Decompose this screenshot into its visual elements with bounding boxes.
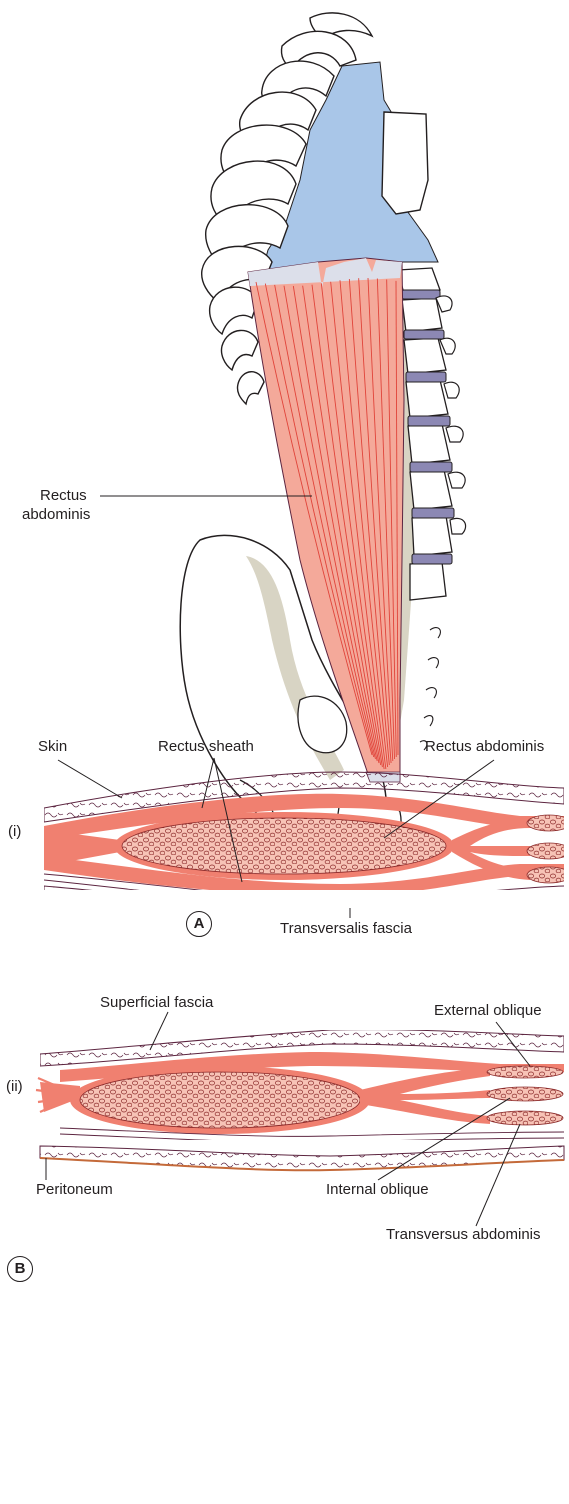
cross-section-i (44, 772, 569, 920)
lateral-muscles-ii (487, 1066, 563, 1125)
rectus-cells-ii (80, 1072, 360, 1128)
label-internal-oblique: Internal oblique (326, 1181, 429, 1199)
label-section-i: (i) (8, 823, 21, 841)
label-external-oblique: External oblique (434, 1002, 542, 1020)
panel-letter-b: B (7, 1256, 33, 1282)
label-section-ii: (ii) (6, 1078, 23, 1096)
label-skin: Skin (38, 738, 67, 756)
label-superficial-fascia: Superficial fascia (100, 994, 213, 1012)
label-peritoneum: Peritoneum (36, 1181, 113, 1199)
cross-section-ii (40, 1030, 564, 1143)
label-transversus-abdominis: Transversus abdominis (386, 1226, 541, 1244)
lateral-muscles-i (527, 815, 569, 883)
aponeurosis-left-i (44, 830, 120, 866)
peritoneal-band-i (44, 886, 564, 920)
aponeurosis-right-ii (360, 1068, 490, 1124)
panel-letter-a: A (186, 911, 212, 937)
label-rectus-line2: abdominis (22, 506, 90, 524)
label-rectus-sheath: Rectus sheath (158, 738, 254, 756)
deep-fascia-lines-ii (60, 1128, 564, 1142)
panel-a-illustration (100, 13, 466, 871)
peritoneal-band-ii (40, 1146, 564, 1170)
aponeurosis-right-i (452, 818, 530, 880)
label-transversalis-fascia: Transversalis fascia (280, 920, 412, 938)
skin-leader (58, 760, 122, 798)
label-rectus-abdominis-b: Rectus abdominis (425, 738, 544, 756)
sternum (382, 112, 428, 214)
rectus-cells-i (122, 818, 446, 874)
label-rectus-line1: Rectus (40, 487, 87, 505)
